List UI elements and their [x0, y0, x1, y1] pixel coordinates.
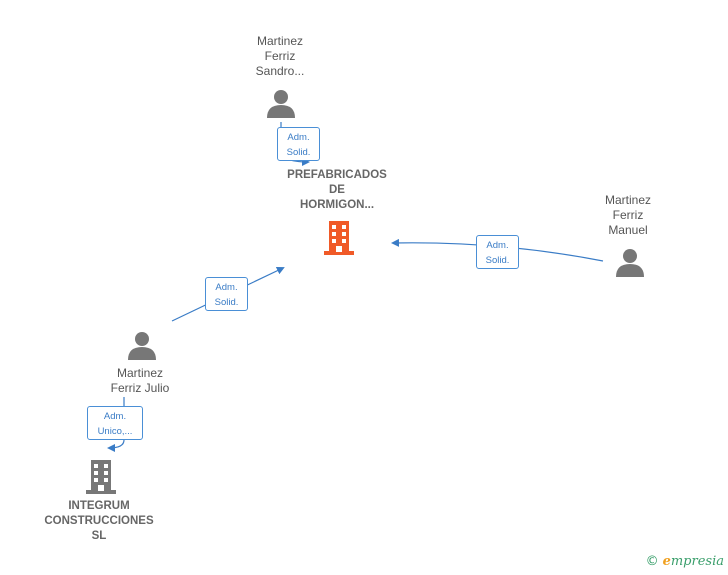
edge-label-line: Adm.	[287, 132, 310, 143]
node-label-line: Ferriz Julio	[110, 381, 170, 395]
node-label-line: Martinez	[256, 34, 303, 48]
building-icon[interactable]	[85, 460, 117, 494]
node-label-sandro[interactable]: Martinez Ferriz Sandro...	[230, 34, 330, 79]
node-label-line: Ferriz	[264, 49, 296, 63]
person-icon[interactable]	[615, 247, 645, 277]
person-icon[interactable]	[127, 330, 157, 360]
node-label-line: CONSTRUCCIONES	[44, 515, 154, 527]
person-icon[interactable]	[266, 88, 296, 118]
edge-label-line: Unico,...	[97, 426, 133, 437]
edge-label-line: Solid.	[286, 147, 311, 158]
brand-initial: e	[662, 554, 671, 569]
node-label-line: Martinez	[116, 366, 163, 380]
edge-julio-to-integrum	[107, 397, 125, 452]
building-icon[interactable]	[323, 221, 355, 255]
node-label-line: PREFABRICADOS	[287, 169, 387, 181]
node-label-julio[interactable]: Martinez Ferriz Julio	[90, 366, 190, 396]
edge-label-manuel[interactable]: Adm. Solid.	[476, 235, 519, 269]
edge-label-line: Solid.	[214, 297, 239, 308]
brand-logo[interactable]: ©empresia	[646, 554, 724, 569]
node-label-manuel[interactable]: Martinez Ferriz Manuel	[578, 193, 678, 238]
node-label-prefabricados[interactable]: PREFABRICADOS DE HORMIGON...	[272, 168, 402, 213]
edge-label-line: Adm.	[103, 411, 127, 422]
edge-label-line: Adm.	[486, 240, 509, 251]
node-label-line: Sandro...	[255, 64, 305, 78]
node-label-integrum[interactable]: INTEGRUM CONSTRUCCIONES SL	[34, 499, 164, 544]
copyright-symbol: ©	[645, 554, 659, 569]
node-label-line: DE	[329, 184, 345, 196]
node-label-line: HORMIGON...	[299, 199, 375, 211]
edge-label-line: Solid.	[485, 255, 510, 266]
edge-label-sandro[interactable]: Adm. Solid.	[277, 127, 320, 161]
node-label-line: Ferriz	[612, 208, 644, 222]
node-label-line: Martinez	[604, 193, 651, 207]
edge-label-julio[interactable]: Adm. Solid.	[205, 277, 248, 311]
node-label-line: SL	[91, 530, 107, 542]
brand-name: mpresia	[670, 554, 724, 569]
node-label-line: INTEGRUM	[68, 500, 130, 512]
edge-label-line: Adm.	[215, 282, 238, 293]
node-label-line: Manuel	[608, 223, 648, 237]
edge-label-integrum[interactable]: Adm. Unico,...	[87, 406, 143, 440]
